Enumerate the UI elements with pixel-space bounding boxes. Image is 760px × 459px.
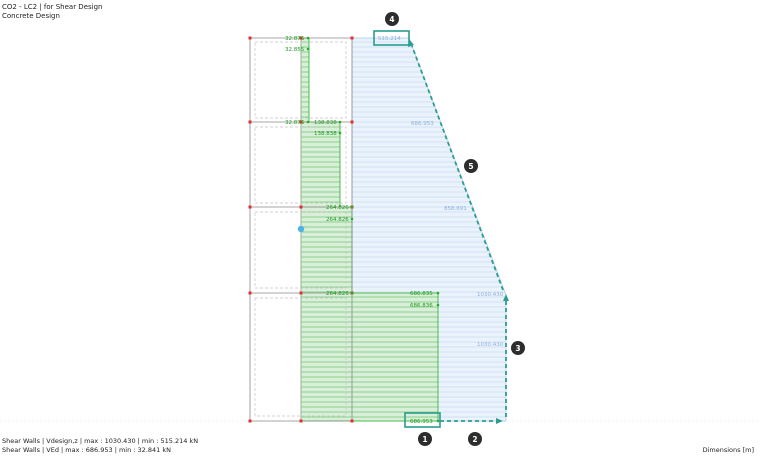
design-shear-labels: 515.214 686.953 858.691 1030.430 1030.43…	[378, 36, 504, 348]
units-label: Dimensions [m]	[702, 446, 754, 454]
annotation-arrows	[411, 45, 507, 422]
callout-1: 1	[418, 432, 432, 446]
legend-ved: Shear Walls | VEd | max : 686.953 | min …	[2, 446, 171, 454]
callout-3: 3	[511, 341, 525, 355]
svg-text:2: 2	[472, 435, 477, 444]
callout-5: 5	[464, 159, 478, 173]
svg-text:4: 4	[389, 15, 394, 24]
svg-text:3: 3	[515, 344, 520, 353]
svg-text:5: 5	[468, 162, 473, 171]
svg-text:686.836: 686.836	[410, 303, 433, 309]
window-subtitle: Concrete Design	[2, 12, 60, 20]
svg-text:264.826: 264.826	[326, 217, 349, 223]
arrow-heads	[408, 39, 509, 424]
svg-text:686.835: 686.835	[410, 291, 433, 297]
max-value-highlight	[373, 30, 410, 46]
callout-4: 4	[385, 12, 399, 26]
legend-design-shear: Shear Walls | Vdesign,z | max : 1030.430…	[2, 437, 199, 445]
max-ved-highlight	[404, 412, 441, 428]
svg-text:138.838: 138.838	[314, 120, 337, 126]
svg-text:138.838: 138.838	[314, 131, 337, 137]
svg-text:264.826: 264.826	[326, 291, 349, 297]
ved-hatch	[301, 41, 438, 418]
svg-text:1: 1	[422, 435, 427, 444]
svg-text:515.214: 515.214	[378, 36, 401, 42]
svg-text:1030.430: 1030.430	[477, 342, 504, 348]
svg-text:686.953: 686.953	[411, 121, 434, 127]
svg-text:32.876: 32.876	[285, 120, 305, 126]
svg-text:264.826: 264.826	[326, 205, 349, 211]
window-title: CO2 - LC2 | for Shear Design	[2, 3, 103, 11]
ved-labels: 32.876 32.855 32.876 138.838 138.838 264…	[285, 36, 440, 425]
svg-text:32.855: 32.855	[285, 47, 305, 53]
callout-2: 2	[468, 432, 482, 446]
svg-text:1030.430: 1030.430	[477, 292, 504, 298]
svg-text:32.876: 32.876	[285, 36, 305, 42]
svg-text:686.953: 686.953	[410, 419, 433, 425]
svg-text:858.691: 858.691	[444, 206, 467, 212]
selected-node[interactable]	[297, 225, 305, 233]
wall-panels	[254, 41, 347, 417]
